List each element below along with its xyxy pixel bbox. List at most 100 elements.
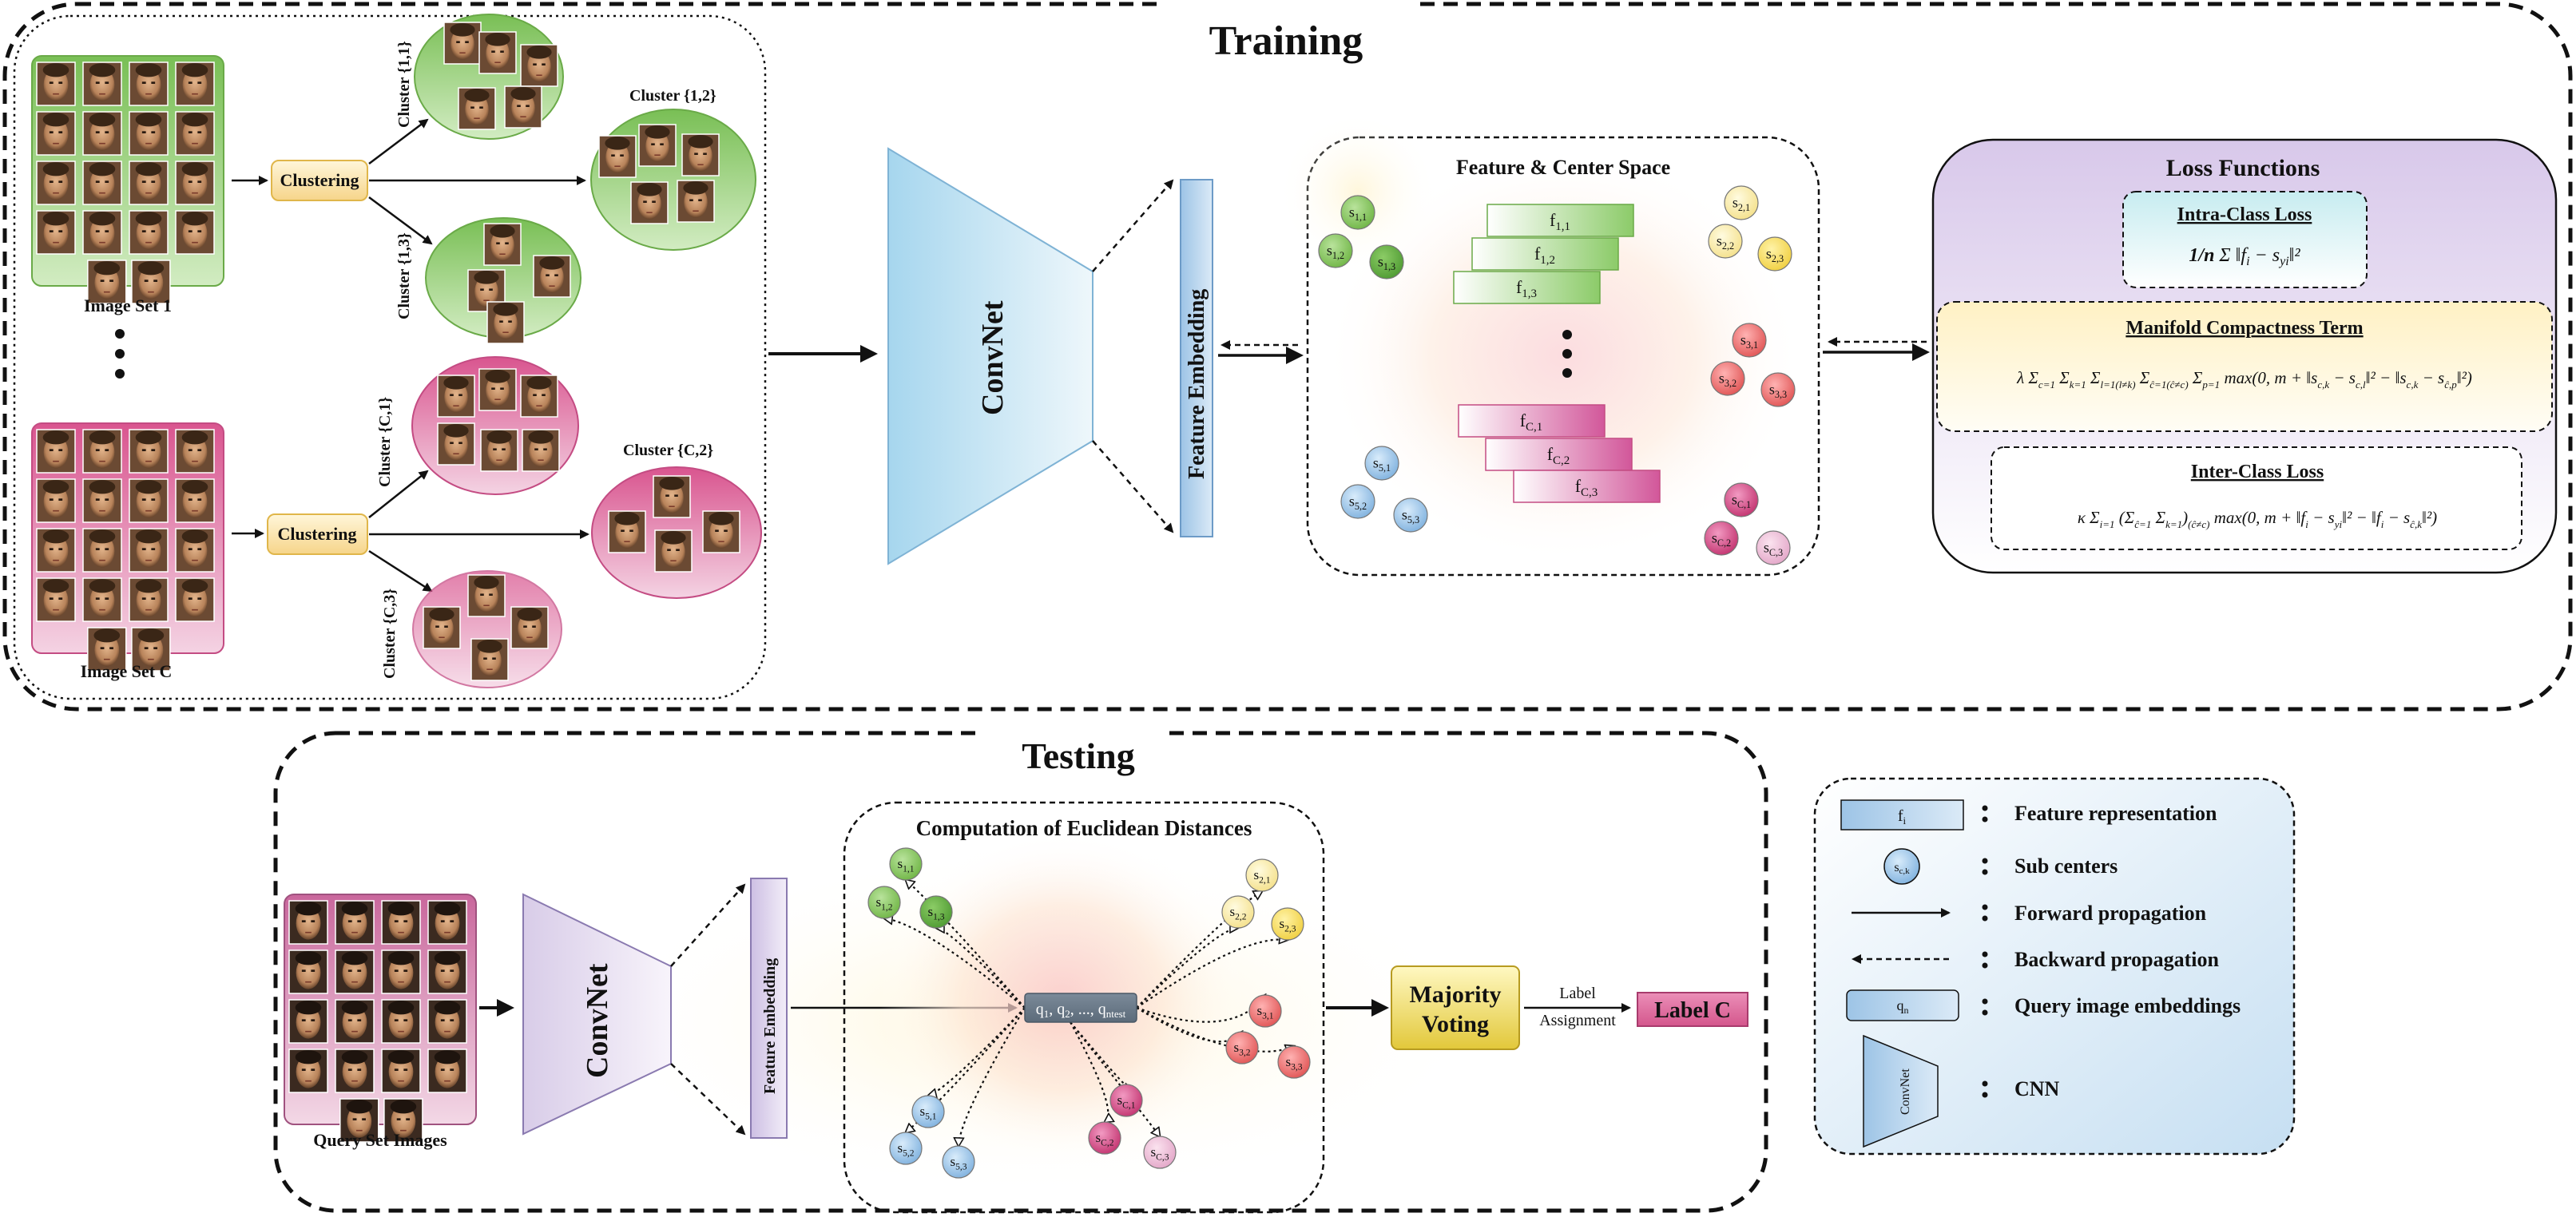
legend-query-symbol <box>1846 989 1959 1021</box>
face-thumbnail <box>131 627 171 672</box>
face-thumbnail <box>381 949 421 994</box>
face-thumbnail <box>470 638 509 681</box>
distance-link <box>959 1007 1026 1146</box>
face-thumbnail <box>423 606 461 649</box>
face-thumbnail <box>82 577 122 622</box>
face-thumbnail <box>381 900 421 945</box>
face-thumbnail <box>82 111 122 156</box>
face-thumbnail <box>478 368 517 411</box>
face-thumbnail <box>129 61 169 106</box>
face-thumbnail <box>175 429 215 474</box>
testing-title: Testing <box>1022 735 1134 776</box>
legend-colon <box>1982 805 1988 811</box>
euclidean-distances-title: Computation of Euclidean Distances <box>916 816 1252 840</box>
feature-bar-f11 <box>1486 204 1634 237</box>
face-thumbnail <box>36 577 76 622</box>
face-thumbnail <box>129 111 169 156</box>
face-thumbnail <box>82 210 122 255</box>
cluster-c-3 <box>412 570 562 688</box>
image-set-c-label: Image Set C <box>81 661 173 681</box>
cluster-1-2-label: Cluster {1,2} <box>629 87 716 105</box>
face-thumbnail <box>339 1098 379 1143</box>
face-thumbnail <box>677 180 715 223</box>
face-thumbnail <box>82 528 122 573</box>
face-thumbnail <box>427 949 467 994</box>
distance-link <box>928 1007 1026 1096</box>
label-c-box <box>1637 992 1748 1027</box>
face-thumbnail <box>458 87 496 130</box>
face-thumbnail <box>608 510 646 553</box>
distance-link <box>884 918 1026 1009</box>
training-title: Training <box>1209 18 1363 64</box>
test-subcenter-s5-1: s5,1 <box>911 1095 945 1128</box>
legend-subcenter-symbol <box>1883 848 1920 885</box>
face-thumbnail <box>702 510 740 553</box>
clustering-box-1 <box>271 160 368 201</box>
test-subcenter-sc-3: sC,3 <box>1143 1136 1177 1169</box>
cluster-1-3-label: Cluster {1,3} <box>395 232 413 319</box>
intra-class-formula: 1/n Σ ‖fi − syi‖² <box>2189 245 2300 268</box>
face-thumbnail <box>427 1049 467 1093</box>
face-thumbnail <box>288 999 328 1044</box>
training-panel: Training Image Set 1 Image Set C Cluster… <box>2 2 2573 712</box>
face-thumbnail <box>129 210 169 255</box>
face-thumbnail <box>82 429 122 474</box>
manifold-title: Manifold Compactness Term <box>2125 318 2363 339</box>
face-thumbnail <box>131 260 171 304</box>
subcenter-s3-1: s3,1 <box>1732 323 1767 358</box>
loss-functions-title: Loss Functions <box>2166 155 2320 181</box>
face-thumbnail <box>483 223 522 266</box>
face-thumbnail <box>480 429 518 472</box>
ellipsis-dots <box>115 329 125 379</box>
face-thumbnail <box>437 375 475 418</box>
feature-bars: f1,1 f1,2 f1,3 fC,1 fC,2 fC,3 <box>1453 204 1661 503</box>
face-thumbnail <box>522 429 560 472</box>
testing-panel: Testing Query Set Images ConvNet Feature… <box>273 723 1768 1214</box>
manifold-box <box>1936 301 2553 432</box>
legend-backward-label: Backward propagation <box>2014 948 2219 971</box>
legend-feature-symbol <box>1840 799 1964 831</box>
face-thumbnail <box>381 999 421 1044</box>
legend-panel: fi sc,k qn ConvNet Feature representatio… <box>1813 777 2296 1156</box>
test-subcenter-s5-2: s5,2 <box>889 1132 923 1165</box>
query-set-images-label: Query Set Images <box>313 1130 447 1150</box>
majority-voting-line1: Majority <box>1410 981 1502 1008</box>
legend-colon <box>1982 998 1988 1005</box>
face-thumbnail <box>437 422 475 466</box>
distance-link <box>936 928 1026 1009</box>
face-thumbnail <box>175 61 215 106</box>
face-thumbnail <box>335 900 375 945</box>
face-thumbnail <box>443 22 482 65</box>
inter-class-box <box>1991 446 2522 550</box>
face-thumbnail <box>533 255 571 298</box>
face-thumbnail <box>82 61 122 106</box>
face-thumbnail <box>175 478 215 523</box>
test-subcenter-s3-1: s3,1 <box>1248 994 1282 1028</box>
face-thumbnail <box>129 161 169 205</box>
distance-link <box>1136 939 1288 1009</box>
manifold-formula: λ Σc=1 Σk=1 Σl=1(l≠k) Σĉ=1(ĉ≠c) Σp=1 max… <box>2016 368 2472 390</box>
face-thumbnail <box>175 528 215 573</box>
test-subcenter-s1-2: s1,2 <box>867 886 901 919</box>
face-thumbnail <box>427 900 467 945</box>
intra-class-box <box>2122 191 2368 288</box>
face-thumbnail <box>630 181 669 224</box>
test-subcenter-s1-1: s1,1 <box>889 847 923 881</box>
face-thumbnail <box>288 949 328 994</box>
face-thumbnail <box>87 627 127 672</box>
ellipsis-dots-features <box>1562 330 1572 378</box>
face-thumbnail <box>288 1049 328 1093</box>
subcenter-s2-1: s2,1 <box>1724 185 1759 220</box>
subcenter-s1-2: s1,2 <box>1318 233 1353 268</box>
legend-colon <box>1982 951 1988 957</box>
legend-colon <box>1982 904 1988 910</box>
face-thumbnail <box>653 475 691 518</box>
query-embedding-box <box>1024 993 1137 1023</box>
feature-bar-fc1 <box>1458 404 1606 438</box>
face-thumbnail <box>175 210 215 255</box>
subcenter-s5-2: s5,2 <box>1340 484 1375 519</box>
face-thumbnail <box>175 161 215 205</box>
feature-bar-f12 <box>1471 237 1619 271</box>
face-thumbnail <box>383 1098 423 1143</box>
